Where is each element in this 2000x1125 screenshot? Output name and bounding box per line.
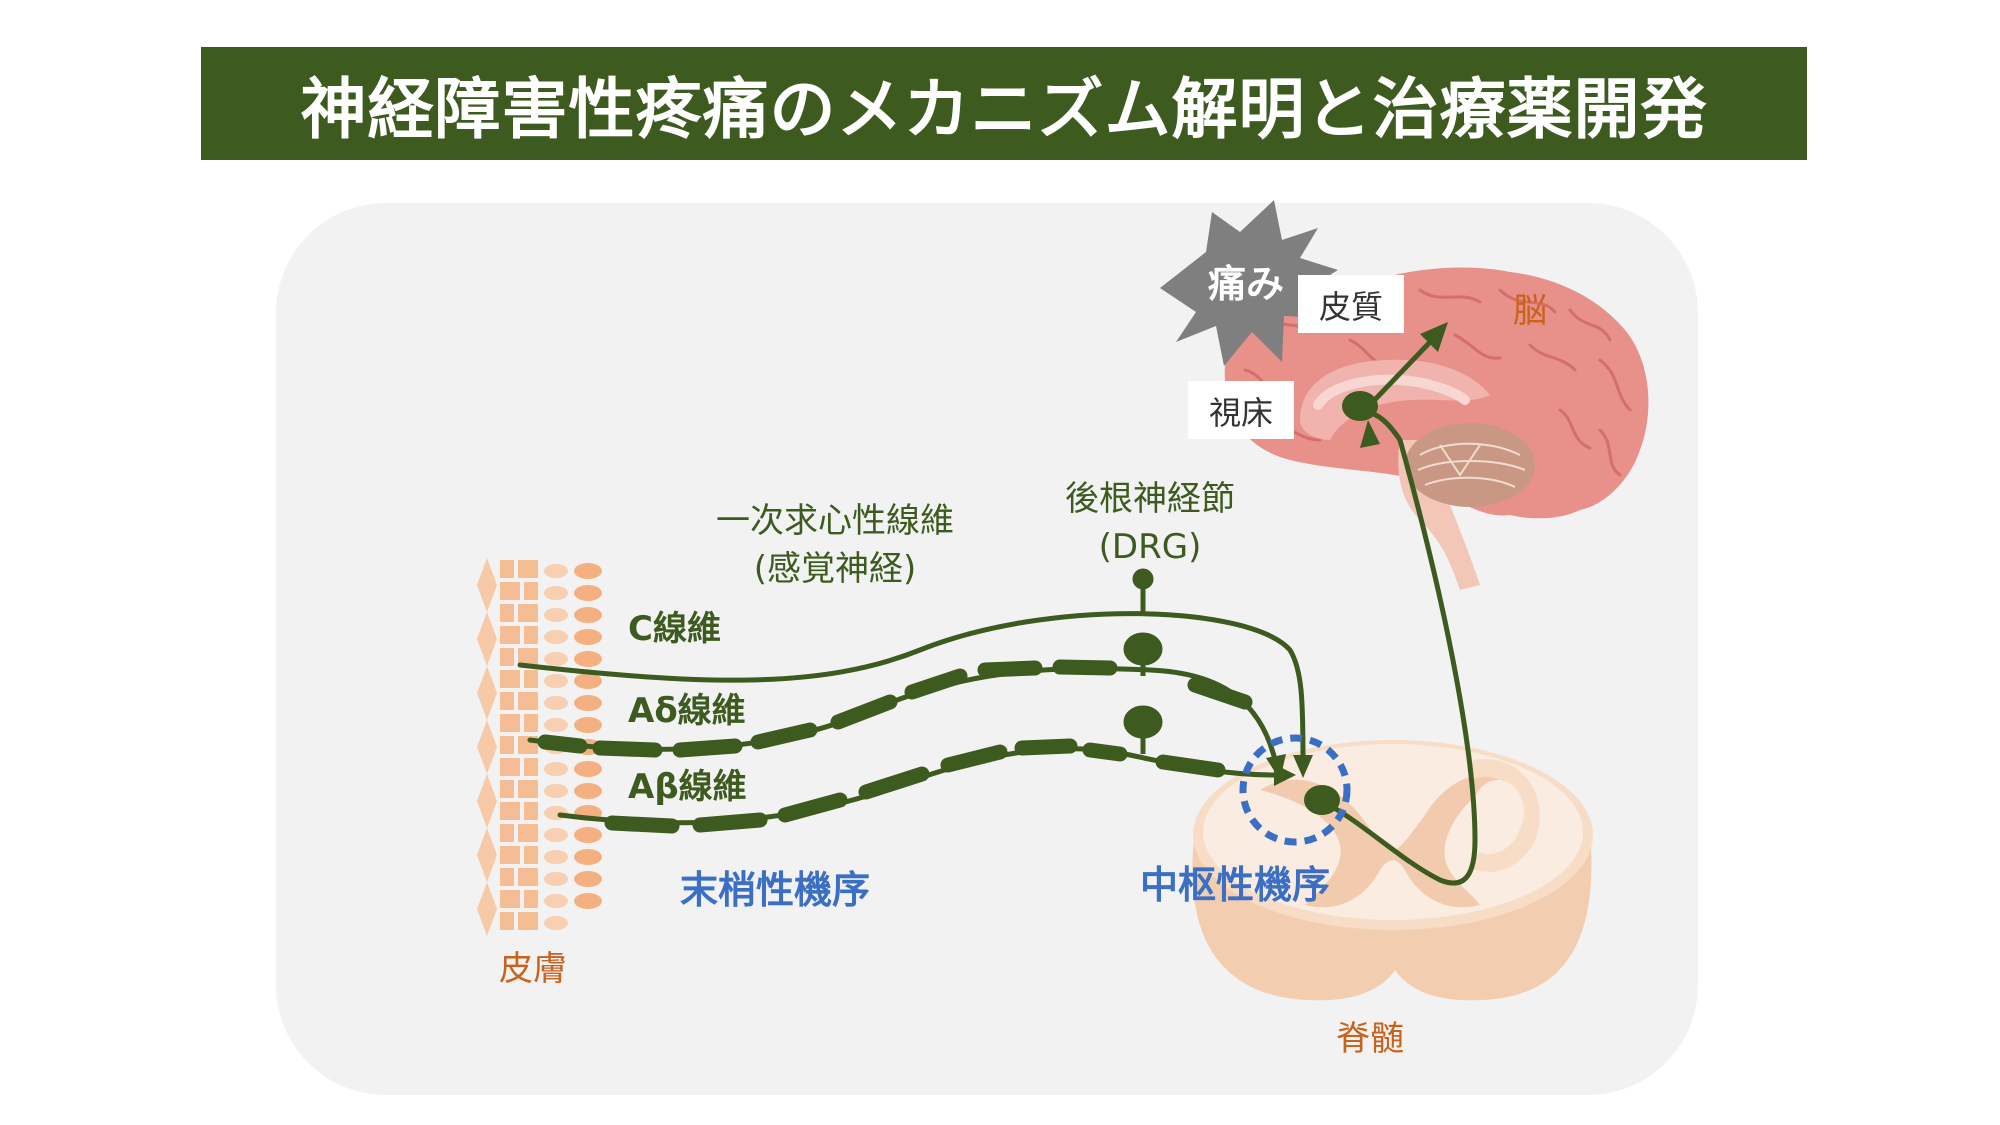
title-banner: 神経障害性疼痛のメカニズム解明と治療薬開発 <box>201 47 1807 160</box>
peripheral-mechanism-label: 末梢性機序 <box>680 868 870 912</box>
ascending-tract <box>1317 407 1478 886</box>
a-beta-fiber-label: Aβ線維 <box>628 767 747 807</box>
a-delta-fiber-label: Aδ線維 <box>628 691 746 731</box>
c-fiber <box>517 611 1306 763</box>
central-mechanism-label: 中枢性機序 <box>1140 863 1330 907</box>
drg-label-line1: 後根神経節 <box>1065 479 1235 519</box>
cortex-label: 皮質 <box>1319 288 1383 326</box>
thalamus-label-box <box>1188 381 1294 439</box>
arrowhead-ascending-icon <box>1360 420 1380 448</box>
arrowhead-a-beta-icon <box>1274 764 1296 786</box>
c-fiber-label: C線維 <box>628 609 721 649</box>
thalamus-label: 視床 <box>1209 394 1273 432</box>
drg-label-line2: (DRG) <box>1099 527 1202 567</box>
drg-cell-c-fiber-icon <box>1123 632 1163 666</box>
page-title: 神経障害性疼痛のメカニズム解明と治療薬開発 <box>300 70 1708 148</box>
dorsal-horn-highlight-circle <box>1239 734 1351 846</box>
afferent-label-line2: (感覚神経) <box>754 549 917 589</box>
cortex-label-box <box>1298 275 1404 333</box>
thalamus-neuron-icon <box>1342 391 1378 421</box>
drg-cell-top-icon <box>1132 568 1154 590</box>
arrowhead-cortex-icon <box>1420 322 1448 352</box>
pain-label: 痛み <box>1208 262 1284 306</box>
thalamus-to-cortex-tract <box>1362 337 1435 413</box>
arrowhead-c-fiber-icon <box>1293 755 1313 778</box>
pain-starburst-icon <box>1160 200 1338 366</box>
skin-label: 皮膚 <box>499 949 567 989</box>
drg-cell-a-delta-icon <box>1123 705 1163 739</box>
spinal-cord <box>1192 740 1593 1001</box>
afferent-label-line1: 一次求心性線維 <box>716 501 954 541</box>
dorsal-horn-neuron-icon <box>1304 785 1340 815</box>
brain-label: 脳 <box>1513 291 1547 331</box>
spinal-cord-label: 脊髄 <box>1336 1019 1404 1059</box>
